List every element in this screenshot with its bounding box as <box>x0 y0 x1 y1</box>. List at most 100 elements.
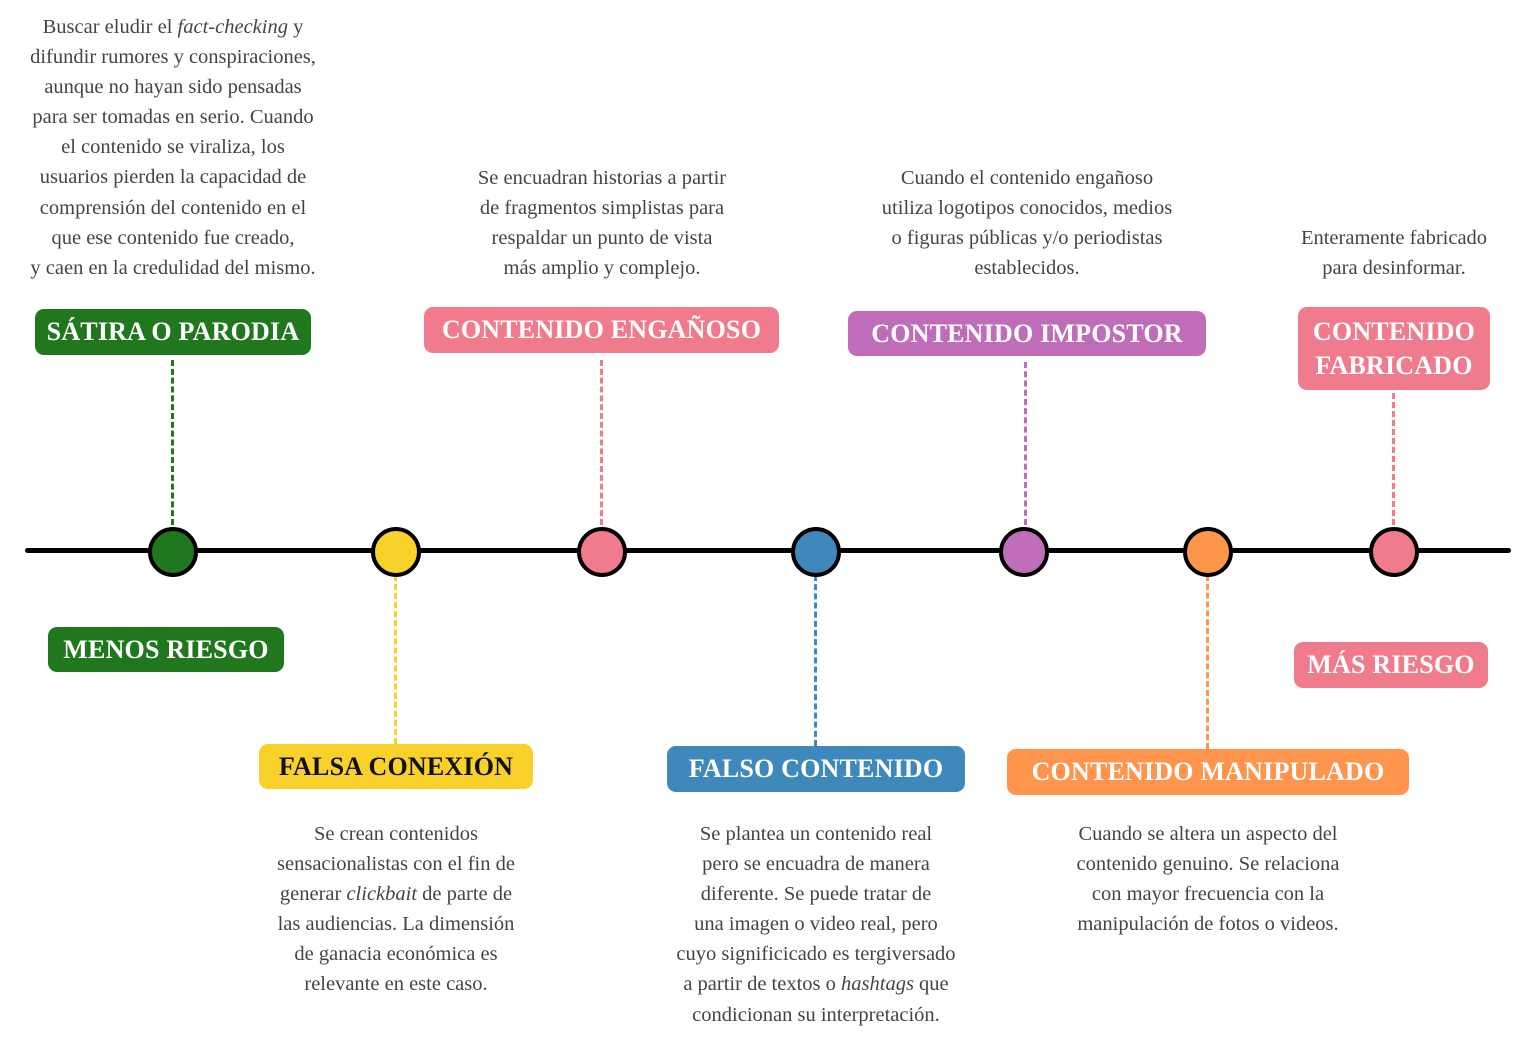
description-line: diferente. Se puede tratar de <box>676 879 955 909</box>
description-line: Se encuadran historias a partir <box>478 163 726 193</box>
description-text: usuarios pierden la capacidad de <box>39 166 307 189</box>
description-text: Se encuadran historias a partir <box>477 167 727 189</box>
connector-manipulado <box>1206 575 1209 749</box>
description-text: comprensión del contenido en el <box>39 196 307 219</box>
tag-fabricado-line1: CONTENIDO <box>1312 316 1476 346</box>
description-text: aunque no hayan sido pensadas <box>44 76 302 99</box>
description-line: Se plantea un contenido real <box>676 819 955 849</box>
description-line: a partir de textos o hashtags que <box>676 969 955 999</box>
description-line: manipulación de fotos o videos. <box>1077 909 1340 939</box>
desc-manipulado: Cuando se altera un aspecto del contenido… <box>1077 819 1340 939</box>
description-line: para desinformar. <box>1301 253 1487 283</box>
dot-fabricado <box>1369 527 1419 577</box>
dot-falsa-conexion <box>371 527 421 577</box>
connector-impostor <box>1024 362 1027 525</box>
tag-fabricado-line2: FABRICADO <box>1315 350 1473 380</box>
description-text: respaldar un punto de vista <box>491 227 713 250</box>
dot-impostor <box>999 527 1049 577</box>
description-line: comprensión del contenido en el <box>30 193 316 223</box>
description-text: Se plantea un contenido real <box>699 823 933 845</box>
description-line: pero se encuadra de manera <box>676 849 955 879</box>
description-line: o figuras públicas y/o periodistas <box>882 223 1172 253</box>
tag-menos-riesgo: MENOS RIESGO <box>48 627 284 672</box>
desc-satira: Buscar eludir el fact-checking y difundir… <box>30 12 316 283</box>
desc-falso-contenido: Se plantea un contenido real pero se encu… <box>676 819 955 1030</box>
description-line: Buscar eludir el fact-checking y <box>30 12 316 42</box>
description-text: para desinformar. <box>1322 257 1466 280</box>
description-line: establecidos. <box>882 253 1172 283</box>
description-text: contenido genuino. Se relaciona <box>1076 853 1340 876</box>
description-text: utiliza logotipos conocidos, medios <box>881 197 1173 220</box>
description-line: usuarios pierden la capacidad de <box>30 162 316 192</box>
description-text: que <box>913 973 949 996</box>
description-emphasis: hashtags <box>841 973 914 996</box>
description-text: Enteramente fabricado <box>1300 227 1488 249</box>
description-text: con mayor frecuencia con la <box>1091 883 1325 906</box>
description-text: difundir rumores y conspiraciones, <box>30 46 316 69</box>
description-text: establecidos. <box>974 257 1080 280</box>
description-line: aunque no hayan sido pensadas <box>30 72 316 102</box>
dot-enganoso <box>577 527 627 577</box>
desc-impostor: Cuando el contenido engañoso utiliza logo… <box>882 163 1172 283</box>
description-line: utiliza logotipos conocidos, medios <box>882 193 1172 223</box>
description-text: generar <box>279 883 347 906</box>
description-text: cuyo significicado es tergiversado <box>676 943 956 966</box>
description-line: condicionan su interpretación. <box>676 1000 955 1030</box>
description-line: contenido genuino. Se relaciona <box>1077 849 1340 879</box>
description-text: Cuando se altera un aspecto del <box>1078 823 1338 845</box>
timeline-axis <box>25 548 1511 553</box>
description-text: o figuras públicas y/o periodistas <box>891 227 1163 250</box>
description-text: para ser tomadas en serio. Cuando <box>32 106 314 129</box>
description-line: las audiencias. La dimensión <box>277 909 515 939</box>
tag-falso-contenido: FALSO CONTENIDO <box>667 746 965 792</box>
description-text: de ganacia económica es <box>294 943 498 966</box>
description-line: el contenido se viraliza, los <box>30 132 316 162</box>
description-line: sensacionalistas con el fin de <box>277 849 515 879</box>
description-line: Se crean contenidos <box>277 819 515 849</box>
dot-falso-contenido <box>791 527 841 577</box>
description-text: sensacionalistas con el fin de <box>277 853 515 876</box>
description-line: cuyo significicado es tergiversado <box>676 939 955 969</box>
dot-satira <box>148 527 198 577</box>
desc-falsa-conexion: Se crean contenidos sensacionalistas con … <box>277 819 515 1000</box>
description-line: relevante en este caso. <box>277 969 515 999</box>
description-line: más amplio y complejo. <box>478 253 726 283</box>
description-text: y <box>287 16 304 38</box>
description-line: una imagen o video real, pero <box>676 909 955 939</box>
description-text: a partir de textos o <box>683 973 842 996</box>
tag-fabricado: CONTENIDO FABRICADO <box>1298 307 1490 390</box>
tag-falsa-conexion: FALSA CONEXIÓN <box>259 744 533 789</box>
description-text: y caen en la credulidad del mismo. <box>30 256 316 279</box>
description-text: las audiencias. La dimensión <box>277 913 515 936</box>
description-text: Cuando el contenido engañoso <box>900 167 1154 189</box>
description-line: generar clickbait de parte de <box>277 879 515 909</box>
description-text: el contenido se viraliza, los <box>61 136 285 159</box>
connector-enganoso <box>600 360 603 525</box>
description-emphasis: fact-checking <box>177 16 288 38</box>
description-line: de ganacia económica es <box>277 939 515 969</box>
description-line: difundir rumores y conspiraciones, <box>30 42 316 72</box>
description-line: Cuando se altera un aspecto del <box>1077 819 1340 849</box>
description-text: pero se encuadra de manera <box>702 853 930 876</box>
description-line: Enteramente fabricado <box>1301 223 1487 253</box>
description-line: para ser tomadas en serio. Cuando <box>30 102 316 132</box>
description-text: más amplio y complejo. <box>503 257 701 280</box>
connector-fabricado <box>1392 393 1395 525</box>
description-text: una imagen o video real, pero <box>694 913 938 936</box>
description-text: que ese contenido fue creado, <box>51 226 295 249</box>
connector-falsa-conexion <box>394 575 397 744</box>
tag-impostor: CONTENIDO IMPOSTOR <box>848 311 1206 356</box>
description-line: con mayor frecuencia con la <box>1077 879 1340 909</box>
description-text: Buscar eludir el <box>42 16 178 38</box>
dot-manipulado <box>1183 527 1233 577</box>
tag-enganoso: CONTENIDO ENGAÑOSO <box>424 307 779 353</box>
description-text: condicionan su interpretación. <box>692 1003 940 1026</box>
tag-manipulado: CONTENIDO MANIPULADO <box>1007 749 1409 795</box>
description-text: relevante en este caso. <box>304 973 488 996</box>
tag-mas-riesgo: MÁS RIESGO <box>1294 642 1488 688</box>
connector-falso-contenido <box>814 575 817 746</box>
description-text: de parte de <box>417 883 513 906</box>
description-text: Se crean contenidos <box>314 823 478 845</box>
description-line: respaldar un punto de vista <box>478 223 726 253</box>
